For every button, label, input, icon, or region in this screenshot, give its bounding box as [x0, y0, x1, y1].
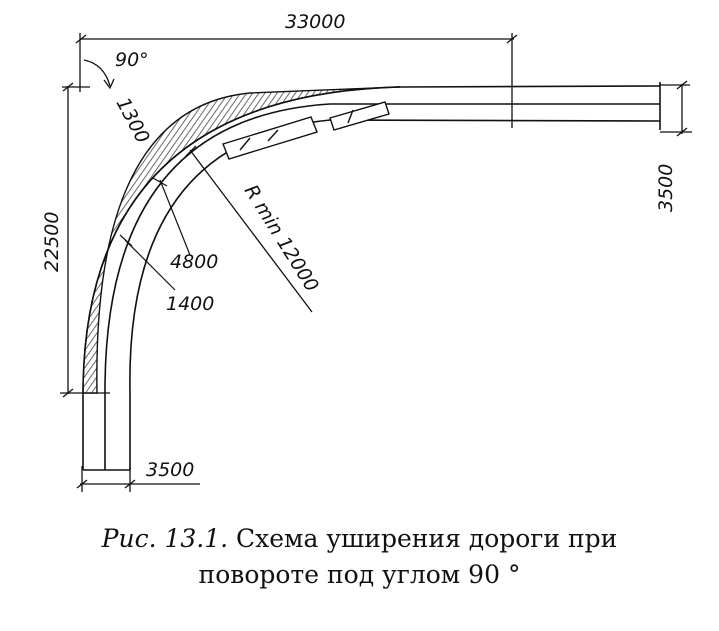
- dim-text-1400: 1400: [166, 293, 214, 315]
- dim-text-22500: 22500: [41, 212, 63, 272]
- dim-text-3500-right: 3500: [655, 164, 677, 212]
- dim-text-1300: 1300: [112, 94, 154, 147]
- dim-text-4800: 4800: [170, 251, 218, 273]
- dim-text-angle: 90°: [115, 49, 149, 71]
- vehicle-outlines: [222, 101, 390, 160]
- figure-caption-line-1: Рис. 13.1. Схема уширения дороги при: [0, 524, 719, 553]
- angle-90-marker: [83, 59, 115, 90]
- dimension-3500-right: [660, 80, 692, 137]
- dimension-33000: [75, 33, 518, 128]
- dimension-3500-bottom: [76, 466, 200, 492]
- figure-caption-line-2: повороте под углом 90 °: [198, 560, 521, 589]
- radius-leader: [185, 145, 313, 313]
- dim-text-radius: R min 12000: [240, 181, 323, 296]
- figure-caption-text-1: Схема уширения дороги при: [236, 524, 618, 553]
- road-widening-diagram: 33000 90° 1300 22500 3500 3500 R min 120…: [41, 11, 692, 492]
- offset-leaders: [119, 177, 191, 291]
- dim-text-33000: 33000: [285, 11, 345, 33]
- dim-text-3500-bottom: 3500: [146, 459, 194, 481]
- figure-caption-label: Рис. 13.1.: [101, 524, 229, 553]
- dimension-22500: [60, 82, 110, 398]
